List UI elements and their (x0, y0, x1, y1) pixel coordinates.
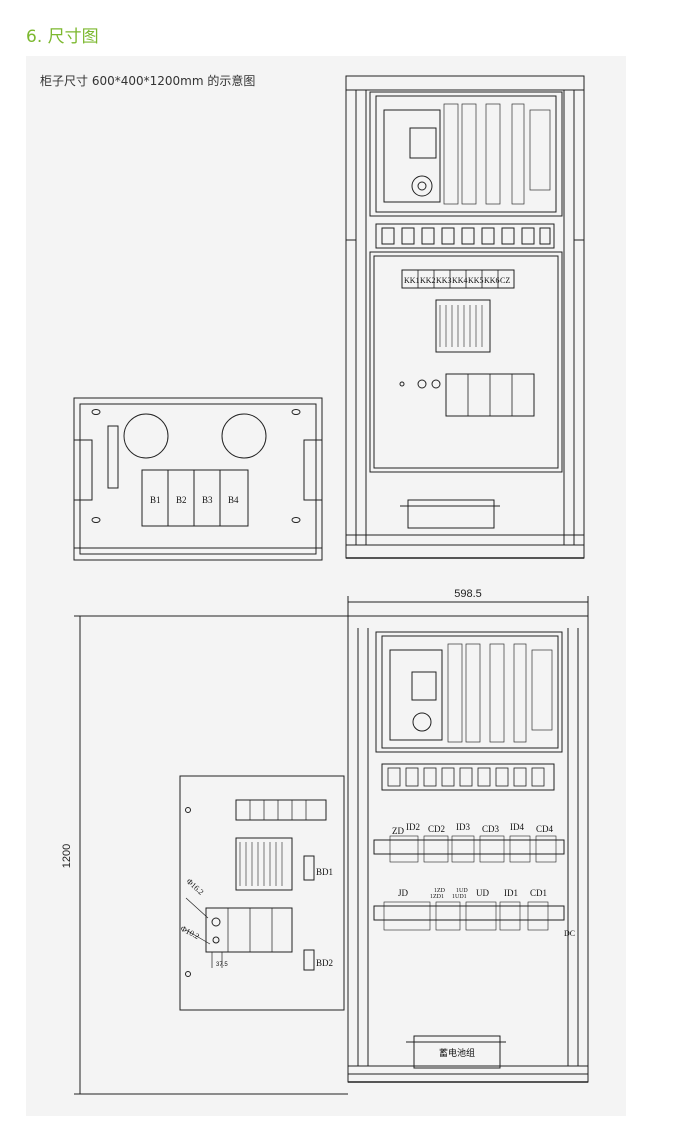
terminal-sublabel: 1UD1 (452, 894, 467, 900)
terminal-label: ZD (392, 826, 404, 836)
terminal-label: CD4 (536, 824, 554, 834)
terminal-label: 1UD (456, 888, 468, 894)
switch-label: KK1 (404, 276, 420, 285)
terminal-label: ID2 (406, 822, 420, 832)
terminal-label: CD2 (428, 824, 445, 834)
side-battery-panel (73, 397, 323, 561)
terminal-label: ID1 (504, 888, 518, 898)
top-relay-row (375, 223, 555, 249)
small-dimension-label: 37.5 (216, 962, 228, 968)
bottom-front-cabinet (347, 615, 589, 1083)
figure-caption: 柜子尺寸 600*400*1200mm 的示意图 (40, 74, 256, 88)
height-dimension (74, 615, 348, 1095)
switch-label: KK5 (468, 276, 484, 285)
terminal-label: CD1 (530, 888, 547, 898)
bd2-label: BD2 (316, 958, 333, 968)
battery-label: B1 (150, 495, 161, 505)
terminal-row-1-labels: ZD ID2 CD2 ID3 CD3 ID4 CD4 (392, 822, 554, 836)
terminal-label: JD (398, 888, 409, 898)
battery-label: B3 (202, 495, 213, 505)
battery-label: B4 (228, 495, 239, 505)
dc-label: DC (564, 929, 575, 938)
switch-label: KK3 (436, 276, 452, 285)
bd1-label: BD1 (316, 867, 333, 877)
terminal-sublabel: 1ZD1 (430, 894, 444, 900)
terminal-label: UD (476, 888, 489, 898)
terminal-label: ID3 (456, 822, 470, 832)
section-title: 6. 尺寸图 (26, 27, 99, 47)
battery-label: B2 (176, 495, 187, 505)
switch-label: CZ (500, 276, 510, 285)
switch-label: KK6 (484, 276, 500, 285)
overlay-mounting-panel (179, 775, 345, 1011)
top-front-cabinet (345, 75, 585, 559)
terminal-label: 1ZD (434, 888, 446, 894)
terminal-label: CD3 (482, 824, 500, 834)
battery-box-label: 蓄电池组 (439, 1047, 475, 1058)
battery-label-group: B1 B2 B3 B4 (150, 495, 239, 505)
switch-label-group: KK1 KK2 KK3 KK4 KK5 KK6 CZ (404, 276, 510, 285)
switch-label: KK4 (452, 276, 468, 285)
width-dimension (347, 596, 589, 618)
height-dimension-label: 1200 (61, 844, 73, 868)
terminal-label: ID4 (510, 822, 524, 832)
width-dimension-label: 598.5 (454, 588, 482, 600)
terminal-row-2-labels: JD 1ZD 1UD 1ZD1 1UD1 UD ID1 CD1 DC (398, 888, 575, 938)
switch-label: KK2 (420, 276, 436, 285)
